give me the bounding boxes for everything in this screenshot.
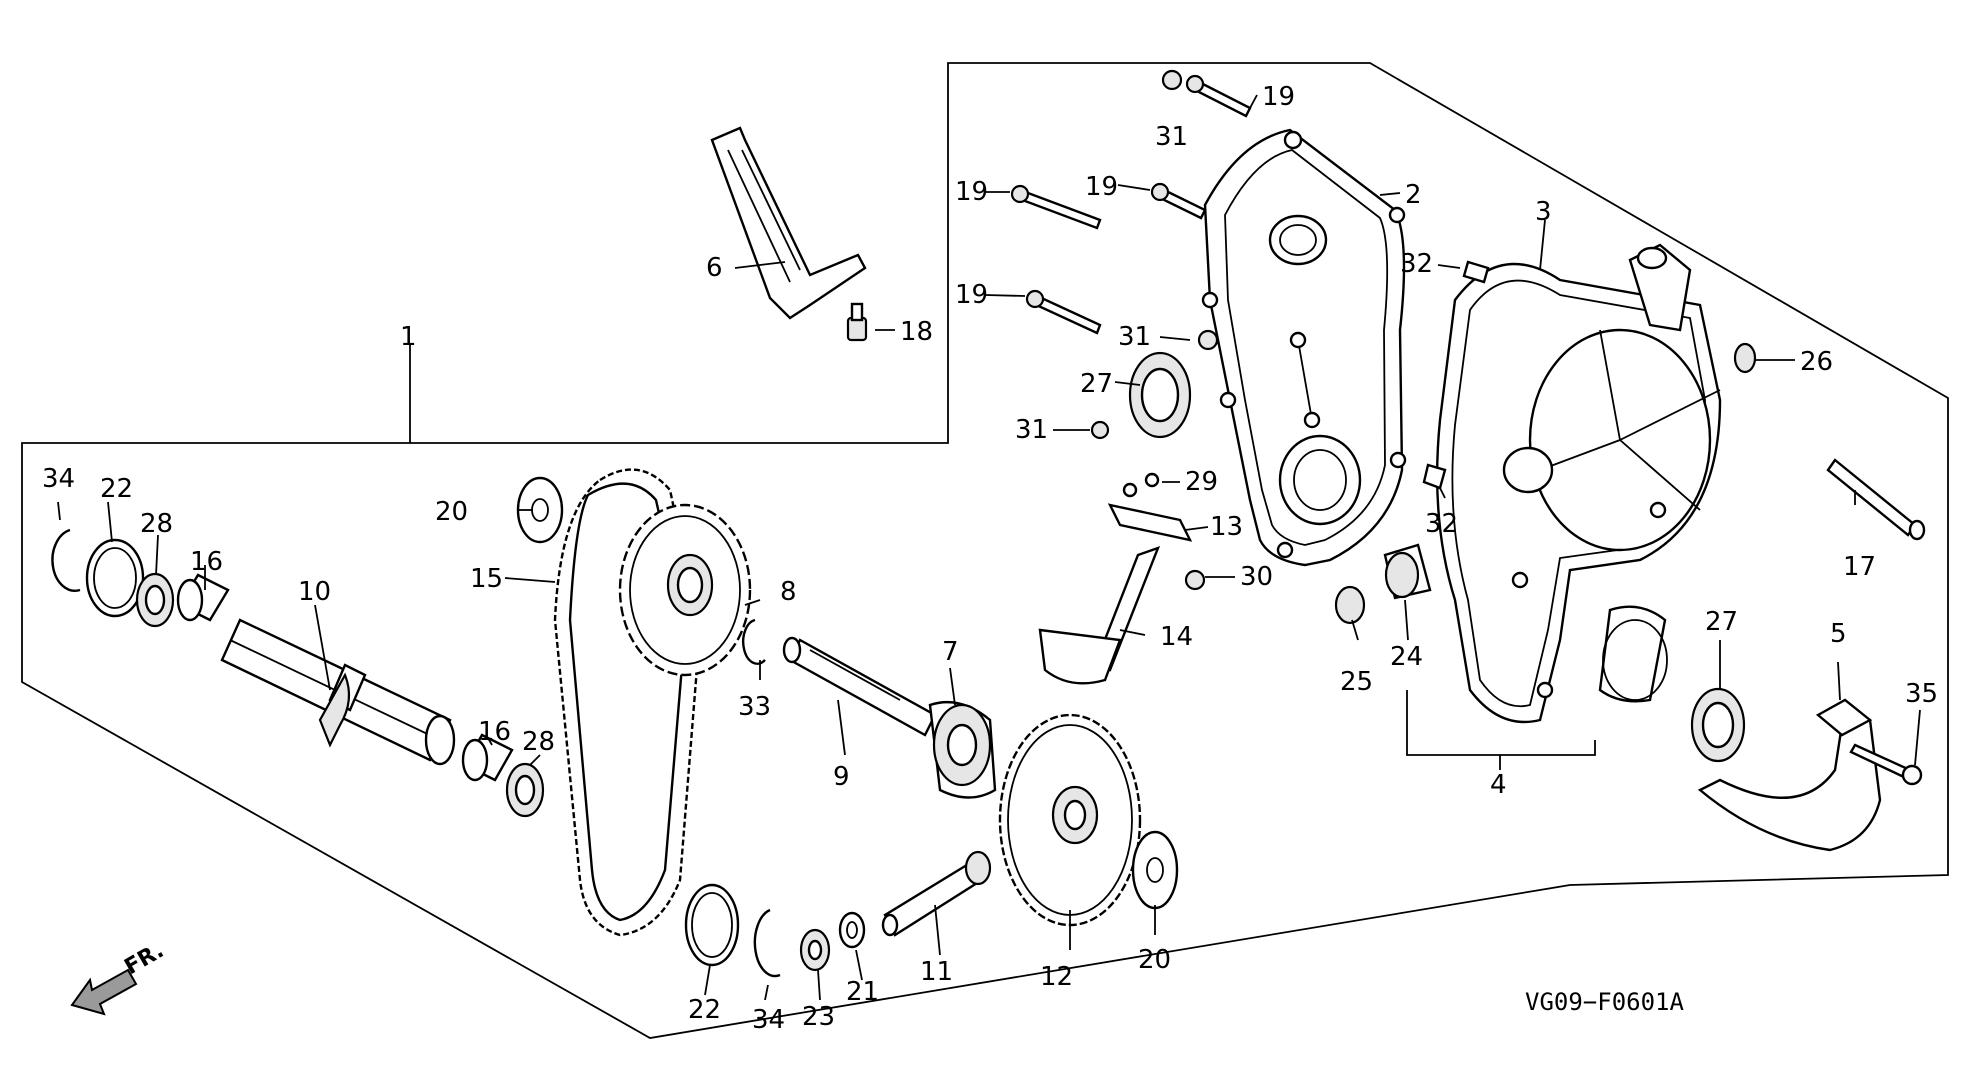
washer-part-22-bottom: [684, 883, 740, 967]
bushing-part-24: [1383, 543, 1432, 600]
assembly-frame: [21, 62, 1949, 1039]
callout-16b: 16: [478, 717, 511, 747]
stud-part-17: [1826, 458, 1926, 541]
nut-part-31-b: [1197, 329, 1219, 351]
front-direction-arrow: FR.: [70, 938, 168, 1016]
callout-14: 14: [1160, 622, 1193, 652]
callout-19b: 19: [955, 177, 988, 207]
bearing-part-28-right: [505, 762, 545, 818]
bracket-part-6: [710, 126, 867, 320]
circlip-part-33: [742, 618, 766, 665]
callout-20b: 20: [1138, 945, 1171, 975]
callout-17: 17: [1843, 552, 1876, 582]
callout-31a: 31: [1155, 122, 1188, 152]
callout-labels: 1 2 3 4 5 6 7 8 9 10 11 12 13 14 15 16 1…: [42, 82, 1938, 1035]
callout-12: 12: [1040, 962, 1073, 992]
callout-22a: 22: [100, 474, 133, 504]
bolt-part-19-d: [1025, 289, 1102, 335]
bearing-part-25: [1334, 585, 1366, 625]
case-half-part-2: [1201, 128, 1407, 567]
washer-part-22-left: [85, 538, 145, 618]
cover-part-3: [1435, 243, 1722, 724]
bolt-part-19-b: [1010, 184, 1102, 230]
seal-part-27-right: [1690, 687, 1746, 763]
screw-part-29: [1144, 472, 1160, 488]
callout-31b: 31: [1118, 322, 1151, 352]
fork-part-14: [1038, 546, 1161, 685]
callout-5: 5: [1830, 619, 1847, 649]
callout-34a: 34: [42, 464, 75, 494]
callout-23: 23: [802, 1002, 835, 1032]
callout-21: 21: [846, 977, 879, 1007]
dowel-part-32-lower: [1422, 463, 1447, 490]
sprocket-part-8: [618, 503, 752, 677]
callout-33: 33: [738, 692, 771, 722]
shaft-part-10: [220, 618, 456, 766]
callout-25: 25: [1340, 667, 1373, 697]
washer-part-21: [838, 911, 866, 949]
callout-32b: 32: [1425, 509, 1458, 539]
callout-8: 8: [780, 577, 797, 607]
callout-10: 10: [298, 577, 331, 607]
bolt-part-18: [846, 302, 868, 342]
callout-1: 1: [400, 322, 417, 352]
callout-19d: 19: [955, 280, 988, 310]
seal-part-27-top: [1128, 351, 1192, 439]
gear-part-12: [998, 713, 1142, 927]
callout-35: 35: [1905, 679, 1938, 709]
shaft-part-9: [782, 636, 937, 737]
nut-part-23: [799, 928, 831, 972]
bolt-part-35: [1849, 743, 1923, 786]
leader-lines: [57, 94, 1921, 1001]
callout-29: 29: [1185, 467, 1218, 497]
callout-13: 13: [1210, 512, 1243, 542]
callout-34b: 34: [752, 1005, 785, 1035]
bracket-part-13: [1107, 482, 1193, 542]
callout-27a: 27: [1080, 369, 1113, 399]
circlip-part-34-bottom: [753, 908, 781, 978]
bearing-part-16-left: [176, 573, 230, 622]
circlip-part-34-left: [51, 528, 81, 592]
callout-9: 9: [833, 762, 850, 792]
callout-20a: 20: [435, 497, 468, 527]
callout-3: 3: [1535, 197, 1552, 227]
callout-28b: 28: [522, 727, 555, 757]
plug-part-26: [1733, 342, 1757, 374]
callout-24: 24: [1390, 642, 1423, 672]
callout-26: 26: [1800, 347, 1833, 377]
chain-part-15: [553, 468, 702, 937]
drawing-code: VG09−F0601A: [1525, 988, 1684, 1016]
callout-19a: 19: [1262, 82, 1295, 112]
washer-part-20-bottom: [1131, 830, 1179, 910]
callout-2: 2: [1405, 180, 1422, 210]
callout-7: 7: [942, 637, 959, 667]
callout-32a: 32: [1400, 249, 1433, 279]
shell-part-5: [1697, 698, 1882, 852]
callout-4: 4: [1490, 770, 1507, 800]
callout-27b: 27: [1705, 607, 1738, 637]
pinion-part-11: [881, 850, 992, 937]
callout-28a: 28: [140, 509, 173, 539]
callout-30: 30: [1240, 562, 1273, 592]
callout-11: 11: [920, 957, 953, 987]
bolt-part-19-a: [1185, 74, 1252, 118]
bolt-part-19-c: [1150, 182, 1207, 220]
nut-part-31-c: [1090, 420, 1110, 440]
callout-15: 15: [470, 564, 503, 594]
callout-31c: 31: [1015, 415, 1048, 445]
dowel-part-32-top: [1462, 260, 1490, 284]
nut-part-30: [1184, 569, 1206, 591]
callout-22b: 22: [688, 995, 721, 1025]
nut-part-31-a: [1161, 69, 1183, 91]
bearing-part-16-right: [461, 733, 514, 782]
callout-19c: 19: [1085, 172, 1118, 202]
callout-6: 6: [706, 253, 723, 283]
callout-18: 18: [900, 317, 933, 347]
clutch-part-7: [928, 701, 997, 799]
bearing-part-28-left: [135, 572, 175, 628]
callout-16a: 16: [190, 547, 223, 577]
